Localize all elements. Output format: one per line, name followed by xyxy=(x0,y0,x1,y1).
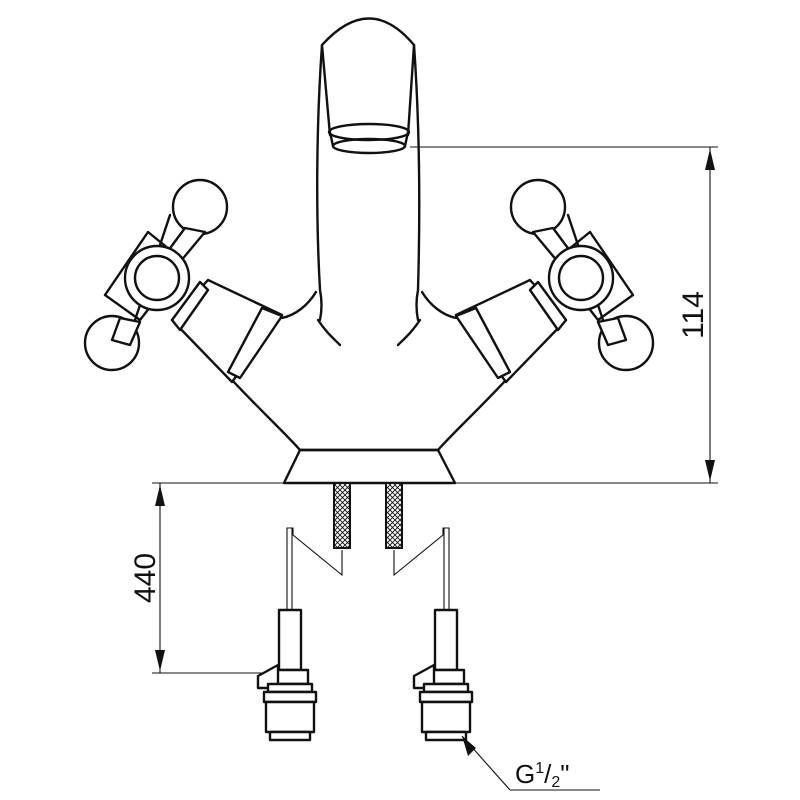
height-label: 114 xyxy=(677,291,710,339)
hose-length-dimension: 440 xyxy=(129,482,284,674)
right-connector xyxy=(412,608,474,742)
hose-length-label: 440 xyxy=(129,553,162,603)
height-dimension: 114 xyxy=(410,146,718,484)
thread-callout: G1/2" xyxy=(461,735,600,791)
left-handle xyxy=(83,178,284,384)
braided-hoses xyxy=(333,482,403,549)
left-connector xyxy=(256,608,318,742)
faucet-base xyxy=(282,448,457,485)
hose-break-lines xyxy=(286,527,450,612)
thread-label: G1/2" xyxy=(515,759,570,791)
spout xyxy=(316,17,421,322)
right-handle xyxy=(454,178,655,384)
faucet-body xyxy=(230,290,508,452)
